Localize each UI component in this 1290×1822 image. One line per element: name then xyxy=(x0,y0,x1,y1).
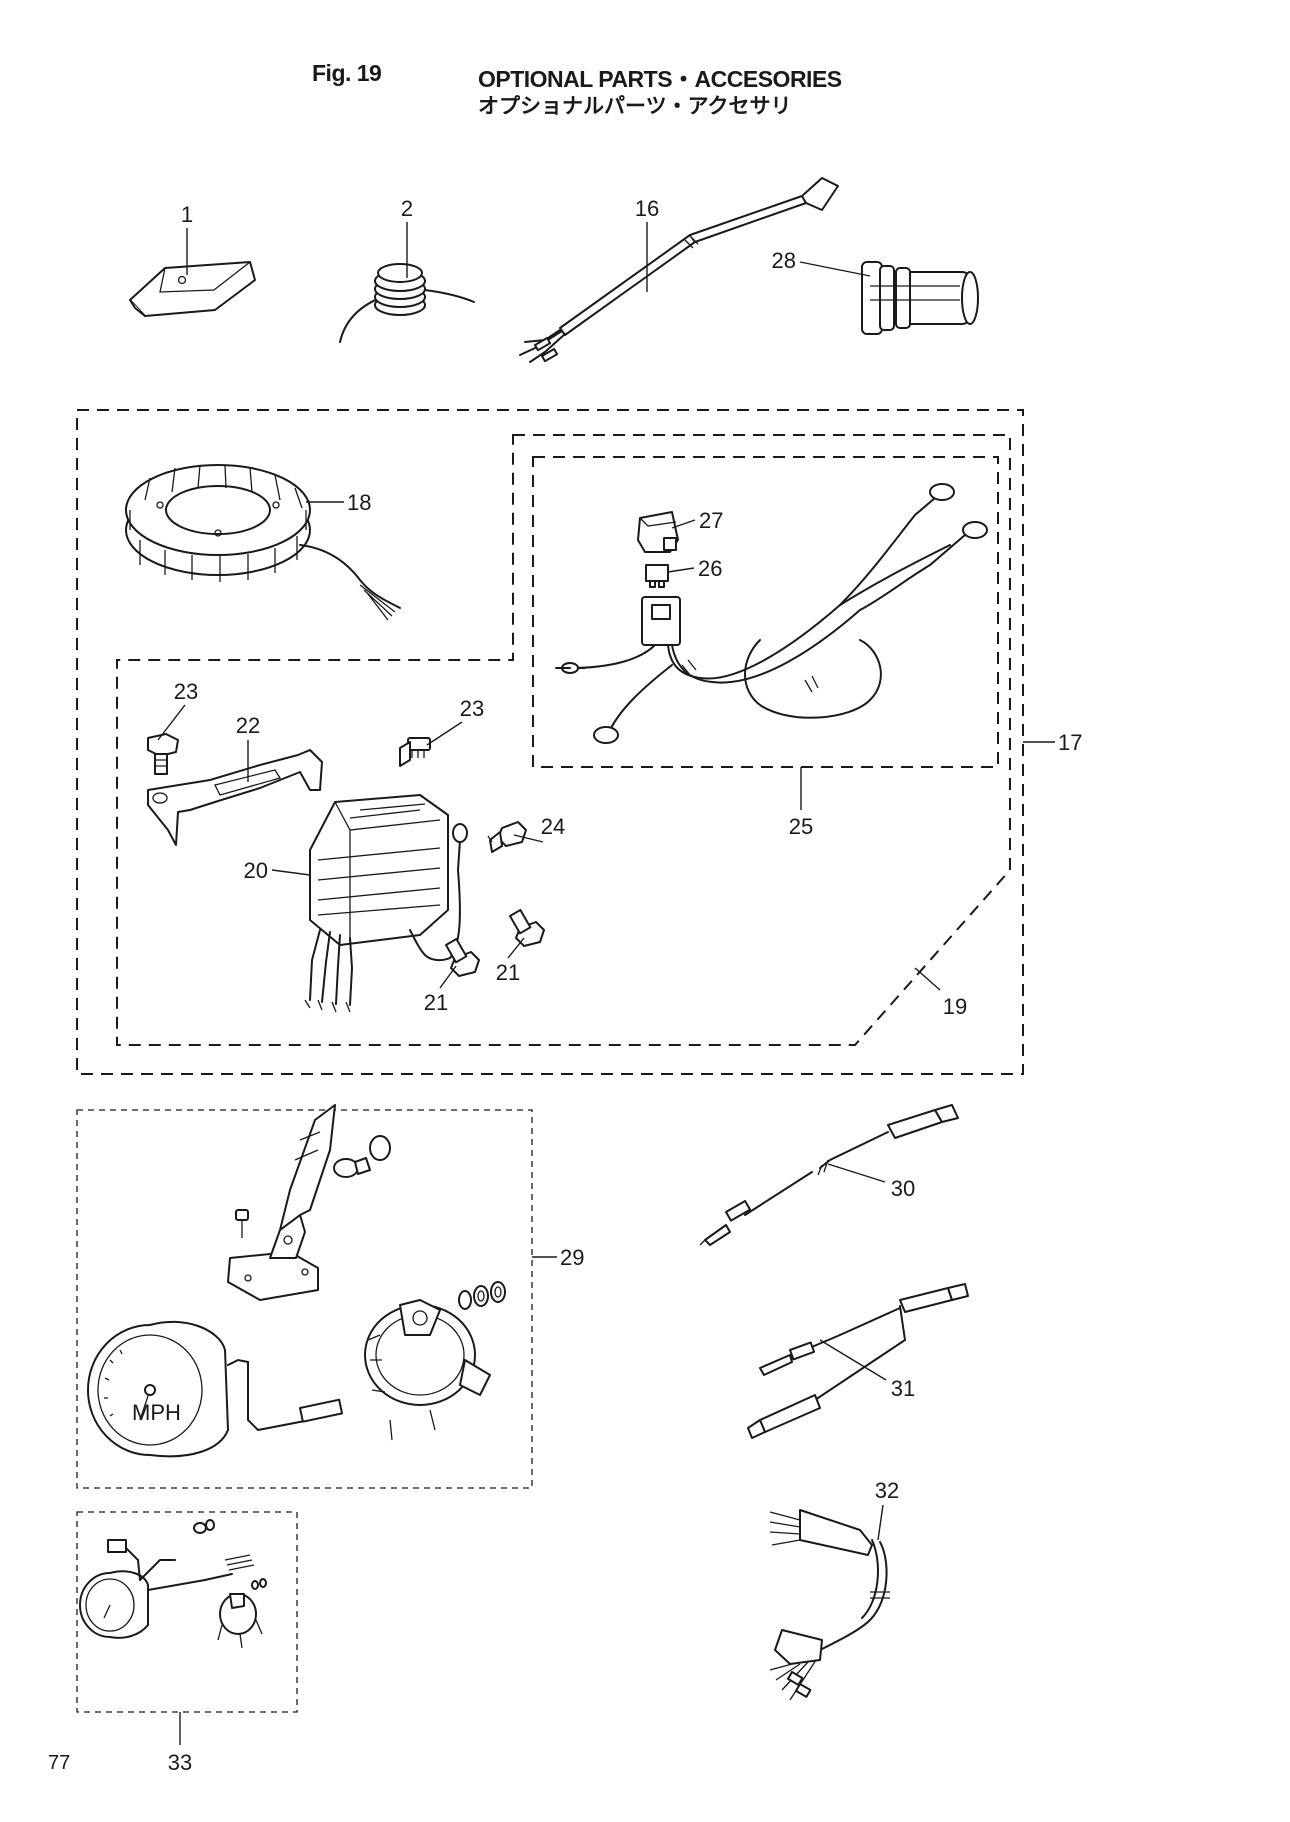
callout-32: 32 xyxy=(875,1478,899,1503)
callout-21-upper: 21 xyxy=(496,960,520,985)
callout-1: 1 xyxy=(181,202,193,227)
part-21-bolts xyxy=(445,909,545,977)
callout-23-left: 23 xyxy=(174,679,198,704)
part-2-spring xyxy=(339,263,475,343)
callout-29: 29 xyxy=(560,1245,584,1270)
part-1-pouch xyxy=(129,261,256,317)
part-25-harness xyxy=(555,483,988,744)
leader-lines xyxy=(157,222,1055,1745)
callout-2: 2 xyxy=(401,196,413,221)
callout-labels: 1 2 16 28 18 27 26 17 25 23 22 23 24 20 … xyxy=(168,196,1083,1775)
part-33-tachometer-kit xyxy=(79,1519,267,1649)
callout-22: 22 xyxy=(236,713,260,738)
callout-27: 27 xyxy=(699,508,723,533)
part-23-bolt-left xyxy=(147,733,179,775)
title-english: OPTIONAL PARTS・ACCESORIES xyxy=(478,66,842,92)
callout-28: 28 xyxy=(772,248,796,273)
part-29-speedometer-kit: MPH xyxy=(87,1104,506,1458)
callout-24: 24 xyxy=(541,814,565,839)
callout-33: 33 xyxy=(168,1750,192,1775)
part-18-stator xyxy=(125,464,401,621)
callout-31: 31 xyxy=(891,1376,915,1401)
figure-number: Fig. 19 xyxy=(312,60,382,86)
part-31-y-cable xyxy=(747,1283,969,1439)
part-23-screw-right xyxy=(399,737,431,767)
group-19-outline xyxy=(116,434,1011,1046)
page-number: 77 xyxy=(48,1752,71,1774)
part-24-bolt xyxy=(487,821,527,853)
callout-30: 30 xyxy=(891,1176,915,1201)
title-japanese: オプショナルパーツ・アクセサリ xyxy=(478,94,792,118)
callout-16: 16 xyxy=(635,196,659,221)
callout-23-right: 23 xyxy=(460,696,484,721)
part-26-fuse xyxy=(645,564,669,588)
gauge-mph-label: MPH xyxy=(132,1400,181,1425)
part-20-rectifier xyxy=(304,794,468,1013)
callout-21-lower: 21 xyxy=(424,990,448,1015)
callout-26: 26 xyxy=(698,556,722,581)
part-27-relay-cap xyxy=(637,511,679,553)
callout-17: 17 xyxy=(1058,730,1082,755)
group-29-outline xyxy=(76,1109,533,1489)
callout-25: 25 xyxy=(789,814,813,839)
callout-19: 19 xyxy=(943,994,967,1019)
group-33-outline xyxy=(76,1511,298,1713)
group-17-outline xyxy=(76,409,1024,1075)
part-28-hose-fitting xyxy=(861,261,979,335)
part-22-bracket xyxy=(147,749,323,846)
part-32-adapter-harness xyxy=(769,1509,890,1701)
part-16-cable xyxy=(519,177,839,363)
part-30-sensor-cable xyxy=(699,1104,959,1246)
callout-18: 18 xyxy=(347,490,371,515)
callout-20: 20 xyxy=(244,858,268,883)
group-25-outline xyxy=(532,456,999,768)
